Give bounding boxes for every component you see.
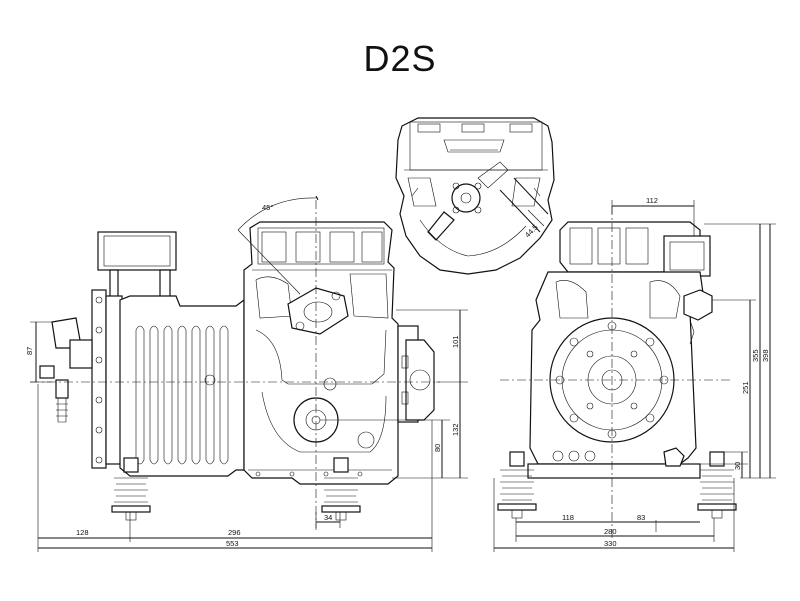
dim-80: 80 (433, 444, 442, 452)
dim-251: 251 (741, 381, 750, 394)
top-view: 44.5 (395, 117, 555, 275)
dim-330: 330 (604, 539, 617, 548)
dim-355: 355 (751, 349, 760, 362)
side-view (497, 221, 737, 519)
dim-398: 398 (761, 349, 770, 362)
dim-128: 128 (76, 528, 89, 537)
dim-296: 296 (228, 528, 241, 537)
front-dimensions: 87 101 132 80 34 128 296 553 (25, 309, 468, 552)
side-dimensions: 112 251 355 398 30 118 83 280 330 (493, 196, 776, 552)
front-view (39, 221, 435, 521)
dim-30: 30 (733, 462, 742, 470)
dim-118: 118 (562, 513, 574, 522)
dim-45-degree: 45° (262, 203, 273, 212)
dim-280: 280 (604, 527, 617, 536)
drawing-title: D2S (363, 38, 437, 79)
dim-101: 101 (451, 335, 460, 348)
dim-553: 553 (226, 539, 239, 548)
dim-132: 132 (451, 423, 460, 436)
dim-83: 83 (637, 513, 645, 522)
dim-87: 87 (25, 347, 34, 355)
dim-34: 34 (324, 513, 332, 522)
dim-112: 112 (646, 196, 658, 205)
angle-arc (237, 197, 319, 231)
